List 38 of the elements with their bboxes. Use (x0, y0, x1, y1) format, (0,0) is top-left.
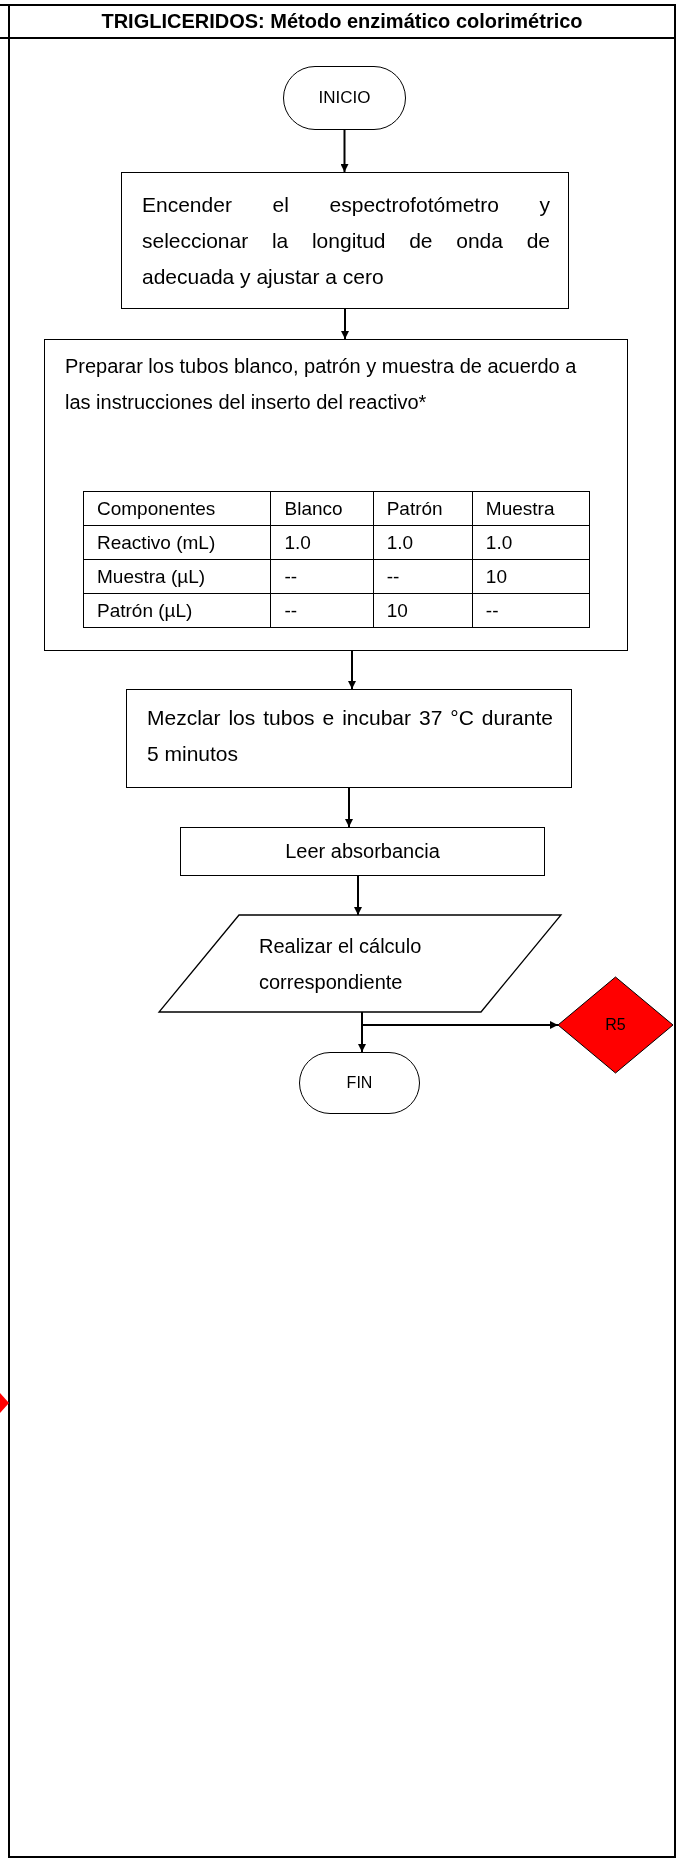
process-box (180, 827, 545, 876)
title: TRIGLICERIDOS: Método enzimático colorimétrico (100, 9, 584, 34)
process-box (126, 689, 572, 788)
table-cell: 10 (373, 593, 473, 628)
table-cell: Blanco (271, 491, 374, 526)
table-cell: Patrón (373, 491, 473, 526)
table-cell: Muestra (µL) (83, 559, 271, 594)
table-cell: 10 (472, 559, 590, 594)
process-box (44, 339, 628, 651)
node-text: FIN (346, 1073, 373, 1093)
data-parallelogram (159, 915, 561, 1012)
arrow (340, 129, 349, 173)
node-text: Preparar los tubos blanco, patrón y muestra de acuerdo a las instrucciones del inserto del reactivo* (65, 354, 578, 415)
process-box (121, 172, 569, 309)
table-cell: -- (373, 559, 473, 594)
table-cell: Muestra (472, 491, 590, 526)
arrow (345, 787, 353, 828)
arrow (358, 1011, 366, 1053)
decision-diamond (0, 1393, 9, 1413)
node-text: R5 (605, 1015, 626, 1035)
arrow (354, 875, 362, 916)
table-cell: 1.0 (472, 525, 590, 560)
table-cell: 1.0 (373, 525, 473, 560)
table-cell: -- (271, 559, 374, 594)
node-text: Leer absorbancia (284, 839, 441, 864)
table-cell: Componentes (83, 491, 271, 526)
table-cell: -- (271, 593, 374, 628)
node-text: Mezclar los tubos e incubar 37 °C durante 5 minutos (147, 705, 553, 767)
node-text: INICIO (318, 87, 371, 109)
table-cell: Patrón (µL) (83, 593, 271, 628)
table-cell: Reactivo (mL) (83, 525, 271, 560)
arrow (348, 650, 356, 690)
table-cell: -- (472, 593, 590, 628)
node-text: Encender el espectrofotómetro y seleccionar la longitud de onda de adecuada y ajustar a cero (142, 192, 550, 290)
node-text: Realizar el cálculo correspondiente (259, 933, 423, 995)
table-cell: 1.0 (271, 525, 374, 560)
arrow (341, 308, 349, 340)
decision-diamond (558, 977, 673, 1073)
